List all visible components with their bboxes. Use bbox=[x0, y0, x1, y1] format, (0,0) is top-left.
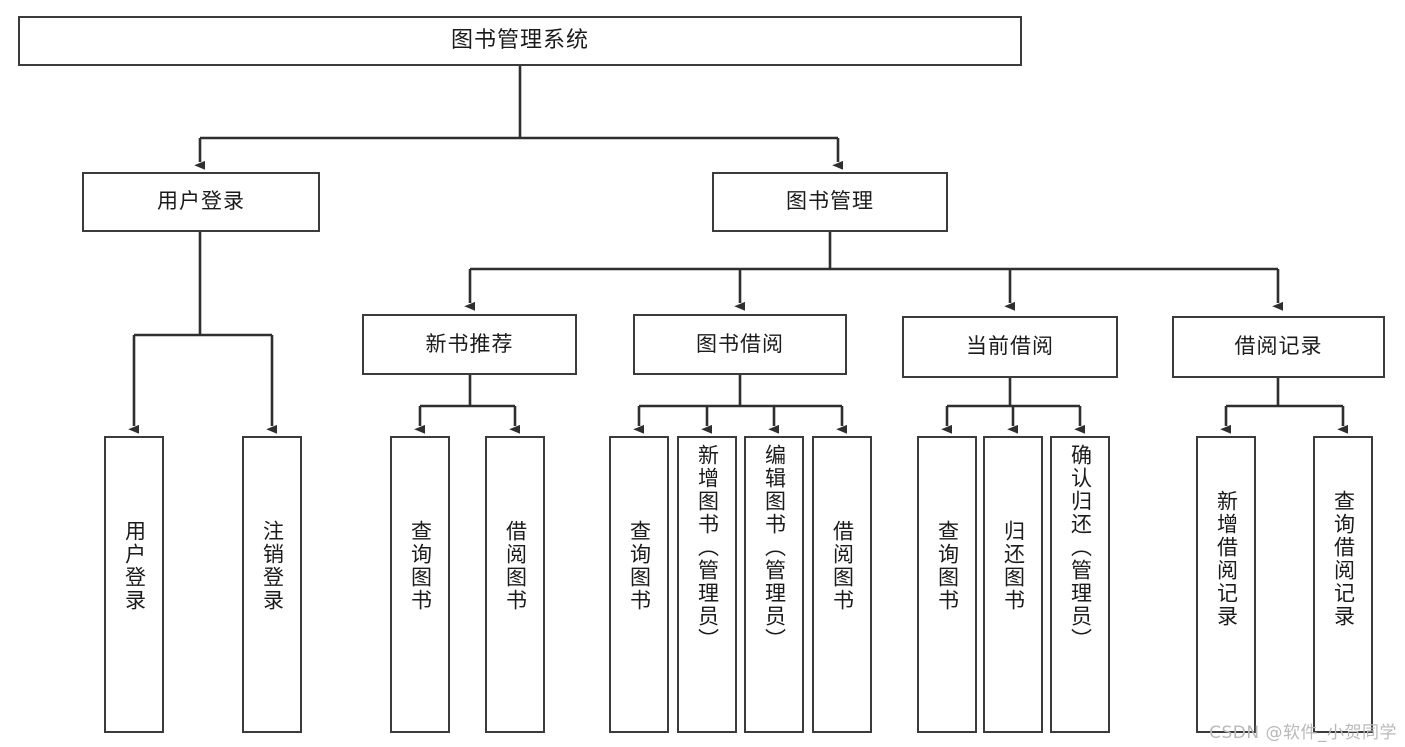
leaf-return-book-label: 归还图书 bbox=[1001, 520, 1026, 612]
leaf-add-record[interactable]: 新增借阅记录 bbox=[1196, 436, 1256, 733]
watermark: CSDN @软件_小贺同学 bbox=[1209, 723, 1397, 743]
leaf-edit-book-label: 编辑图书（管理员） bbox=[762, 444, 787, 651]
node-new-book-recommend[interactable]: 新书推荐 bbox=[362, 314, 577, 375]
leaf-query-record[interactable]: 查询借阅记录 bbox=[1313, 436, 1373, 733]
leaf-query-book-1[interactable]: 查询图书 bbox=[390, 436, 450, 733]
leaf-borrow-book-2-label: 借阅图书 bbox=[830, 520, 855, 612]
node-borrow-record-label: 借阅记录 bbox=[1234, 334, 1323, 359]
leaf-logout-login-label: 注销登录 bbox=[260, 520, 285, 612]
leaf-add-book[interactable]: 新增图书（管理员） bbox=[677, 436, 737, 733]
node-book-manage[interactable]: 图书管理 bbox=[712, 172, 948, 232]
leaf-query-record-label: 查询借阅记录 bbox=[1331, 490, 1356, 628]
node-book-borrow[interactable]: 图书借阅 bbox=[633, 314, 847, 375]
leaf-user-login-label: 用户登录 bbox=[122, 520, 147, 612]
leaf-add-record-label: 新增借阅记录 bbox=[1214, 490, 1239, 628]
node-user-login-label: 用户登录 bbox=[157, 189, 245, 214]
leaf-logout-login[interactable]: 注销登录 bbox=[242, 436, 302, 733]
leaf-confirm-return[interactable]: 确认归还（管理员） bbox=[1050, 436, 1110, 733]
node-book-manage-label: 图书管理 bbox=[786, 189, 874, 214]
leaf-query-book-1-label: 查询图书 bbox=[408, 520, 433, 612]
leaf-borrow-book-1[interactable]: 借阅图书 bbox=[485, 436, 545, 733]
leaf-return-book[interactable]: 归还图书 bbox=[983, 436, 1043, 733]
node-root-label: 图书管理系统 bbox=[450, 27, 589, 53]
leaf-user-login[interactable]: 用户登录 bbox=[104, 436, 164, 733]
leaf-query-book-3[interactable]: 查询图书 bbox=[917, 436, 977, 733]
node-new-book-recommend-label: 新书推荐 bbox=[425, 331, 514, 356]
leaf-add-book-label: 新增图书（管理员） bbox=[695, 444, 720, 651]
leaf-borrow-book-1-label: 借阅图书 bbox=[503, 520, 528, 612]
node-borrow-record[interactable]: 借阅记录 bbox=[1172, 316, 1385, 378]
node-current-borrow-label: 当前借阅 bbox=[966, 334, 1054, 359]
leaf-borrow-book-2[interactable]: 借阅图书 bbox=[812, 436, 872, 733]
leaf-query-book-2[interactable]: 查询图书 bbox=[609, 436, 669, 733]
node-root[interactable]: 图书管理系统 bbox=[18, 16, 1022, 66]
node-current-borrow[interactable]: 当前借阅 bbox=[902, 316, 1118, 378]
node-user-login[interactable]: 用户登录 bbox=[82, 172, 320, 232]
leaf-edit-book[interactable]: 编辑图书（管理员） bbox=[744, 436, 804, 733]
node-book-borrow-label: 图书借阅 bbox=[696, 331, 784, 356]
leaf-query-book-3-label: 查询图书 bbox=[935, 520, 960, 612]
leaf-query-book-2-label: 查询图书 bbox=[627, 520, 652, 612]
leaf-confirm-return-label: 确认归还（管理员） bbox=[1068, 444, 1093, 651]
